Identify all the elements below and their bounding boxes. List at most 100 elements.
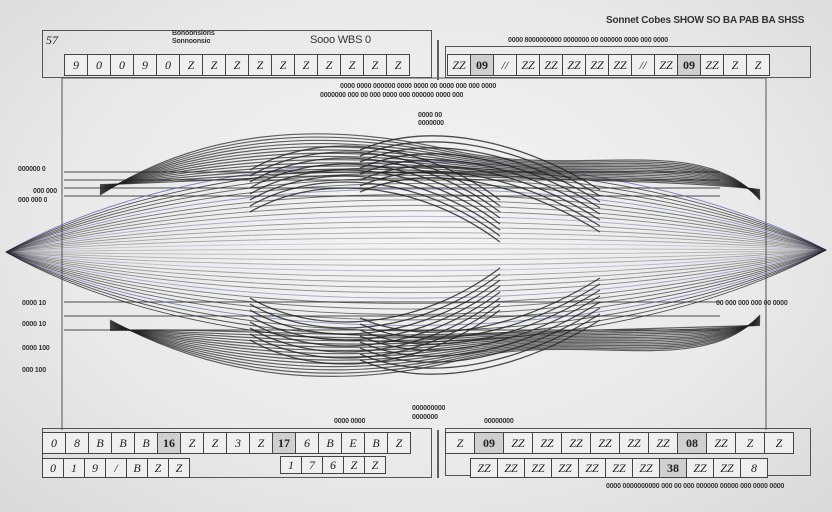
wave-line [249,279,501,335]
wave-line [5,221,827,253]
grid-cell: ZZ [561,432,591,454]
wave-line [109,314,761,377]
grid-cell: // [493,54,517,76]
wave-line [5,248,827,253]
left-label-4: 0000 10 [22,300,46,307]
right-mid-label: 00 000 000 000 00 0000 [716,300,788,307]
grid-cell: ZZ [503,432,533,454]
wave-line [249,309,501,365]
grid-cell: ZZ [562,54,586,76]
wave-line [5,232,827,253]
wave-lines [5,133,827,377]
wave-line [109,323,761,342]
bottom-footer-label: 0000 0000000000 000 00 000 000000 00000 … [606,483,785,490]
wave-line [249,145,501,201]
grid-cell: 09 [677,54,701,76]
wave-line [249,175,501,231]
grid-cell: ZZ [470,458,498,478]
grid-cell: ZZ [713,458,741,478]
wave-line [109,320,761,355]
wave-line [359,135,601,191]
wave-line [5,249,827,255]
grid-cell: 08 [677,432,707,454]
wave-line [249,181,501,237]
wave-line [5,199,827,253]
grid-cell: ZZ [551,458,579,478]
left-label-7: 000 100 [22,367,46,374]
wave-line [5,249,827,310]
wave-line [5,249,827,272]
grid-cell: Z [168,458,190,478]
grid-cell: Z [364,456,386,474]
wave-line [99,136,761,200]
wave-line [5,249,827,261]
bottom-small-2: 0000 0000 [334,418,366,425]
bottom-small-4: 00000000 [484,418,514,425]
wave-line [359,277,601,333]
wave-line [359,313,601,369]
wave-line [5,226,827,253]
wave-line [109,318,761,361]
grid-cell: // [631,54,655,76]
grid-cell: 17 [272,432,296,454]
wave-line [5,183,827,253]
wave-line [99,152,761,196]
grid-cell: Z [317,54,341,76]
center-small-2: 0000000 [418,120,444,127]
wave-line [109,317,761,364]
wave-line [109,324,761,336]
wave-line [99,155,761,195]
wave-line [359,289,601,345]
grid-cell: ZZ [447,54,471,76]
wave-line [99,162,761,194]
grid-cell: Z [249,432,273,454]
wave-line [359,159,601,215]
left-label-2: 000 000 [33,188,57,195]
grid-cell: ZZ [686,458,714,478]
grid-cell: ZZ [524,458,552,478]
grid-cell: B [364,432,388,454]
wave-line [5,249,827,266]
grid-cell: ZZ [619,432,649,454]
wave-line [359,153,601,209]
wave-line [109,322,761,345]
wave-line [99,171,761,191]
wave-line [109,316,761,371]
wave-line [359,307,601,363]
wave-line [5,249,827,283]
wave-line [5,177,827,253]
wave-line [249,169,501,225]
wave-line [5,215,827,253]
wave-line [359,301,601,357]
left-label-1: 000000 0 [18,166,46,173]
wave-line [359,171,601,227]
grid-cell: ZZ [706,432,736,454]
wave-line [359,147,601,203]
grid-cell: Z [746,54,770,76]
grid-cell: 0 [87,54,111,76]
wave-line [5,188,827,253]
top-sub-row-label: 0000 8000000000 0000000 00 000000 0000 0… [508,37,668,44]
wave-line [249,291,501,347]
wave-line [359,283,601,339]
wave-line [249,157,501,213]
wave-line [249,297,501,353]
wave-line [359,141,601,197]
wave-line [5,249,827,277]
grid-cell: ZZ [585,54,609,76]
wave-line [5,204,827,253]
wave-line [5,249,827,305]
left-label-5: 0000 10 [22,321,46,328]
wave-line [5,249,827,343]
wave-line [5,249,827,288]
wave-line [5,194,827,253]
grid-cell: B [134,432,158,454]
wave-line [109,320,761,352]
wave-line [249,163,501,219]
